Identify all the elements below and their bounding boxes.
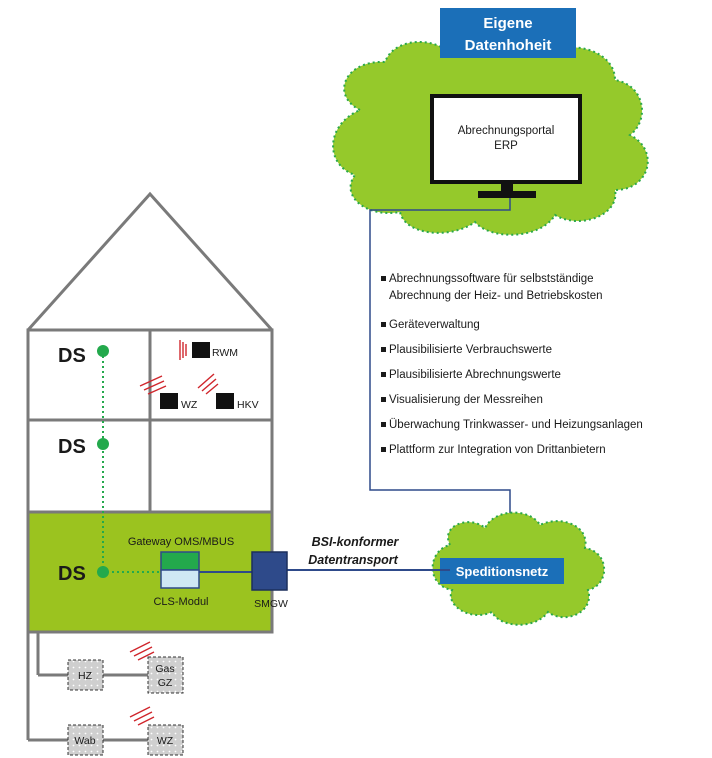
feature-bullet	[381, 372, 386, 377]
gas-label-line2: GZ	[158, 677, 173, 689]
gas-label-line1: Gas	[155, 663, 174, 675]
hz-label: HZ	[78, 670, 93, 682]
smgw-label: SMGW	[254, 598, 288, 610]
monitor-icon	[430, 94, 582, 198]
ds-label-bottom: DS	[58, 563, 86, 585]
ds-label-middle: DS	[58, 436, 86, 458]
datenhoheit-line1: Eigene	[483, 15, 532, 32]
feature-bullet	[381, 276, 386, 281]
smgw-box	[251, 551, 288, 591]
radio-wave-icon	[179, 340, 187, 360]
ds-dot-bottom	[97, 566, 109, 578]
wz-label: WZ	[181, 399, 198, 411]
feature-item: Abrechnungssoftware für selbstständige	[389, 273, 594, 285]
wz-meter-icon	[160, 393, 178, 409]
feature-item: Überwachung Trinkwasser- und Heizungsanl…	[389, 419, 643, 431]
wab-meter-box	[67, 724, 104, 756]
gateway-label: Gateway OMS/MBUS	[128, 536, 234, 548]
datenhoheit-line2: Datenhoheit	[465, 37, 552, 54]
radio-wave-icon	[129, 706, 155, 726]
basement-lines	[26, 632, 148, 742]
radio-wave-icon	[139, 375, 167, 395]
wab-label: Wab	[74, 735, 95, 747]
ds-label-top: DS	[58, 345, 86, 367]
ds-dot-top	[97, 345, 109, 357]
wz-basement-meter-box	[147, 724, 184, 756]
feature-bullet	[381, 422, 386, 427]
erp-connection-line	[369, 198, 511, 535]
feature-item-continuation: Abrechnung der Heiz- und Betriebskosten	[389, 290, 603, 302]
feature-bullet	[381, 447, 386, 452]
hkv-meter-icon	[216, 393, 234, 409]
wz-basement-label: WZ	[157, 735, 174, 747]
feature-item: Visualisierung der Messreihen	[389, 394, 543, 406]
speditionsnetz-label: Speditionsnetz	[456, 564, 549, 579]
speditionsnetz-box	[440, 558, 564, 584]
feature-item: Geräteverwaltung	[389, 319, 480, 331]
hz-meter-box	[67, 659, 104, 691]
radio-wave-icon	[197, 373, 219, 395]
transport-line2: Datentransport	[308, 553, 398, 567]
hkv-label: HKV	[237, 399, 259, 411]
rwm-label: RWM	[212, 347, 238, 359]
monitor-label-line1: Abrechnungsportal	[458, 125, 555, 137]
transport-line1: BSI-konformer	[312, 535, 400, 549]
feature-list: Abrechnungssoftware für selbstständige A…	[381, 273, 643, 456]
feature-bullet	[381, 397, 386, 402]
radio-wave-icon	[129, 641, 155, 661]
feature-bullet	[381, 322, 386, 327]
gas-meter-box	[147, 656, 184, 694]
feature-item: Plausibilisierte Abrechnungswerte	[389, 369, 561, 381]
rwm-sensor-icon	[192, 342, 210, 358]
monitor-label-line2: ERP	[494, 140, 518, 152]
feature-bullet	[381, 347, 386, 352]
gateway-module-icon	[160, 551, 200, 589]
feature-item: Plausibilisierte Verbrauchswerte	[389, 344, 552, 356]
feature-item: Plattform zur Integration von Drittanbie…	[389, 444, 606, 456]
ds-dot-middle	[97, 438, 109, 450]
datenhoheit-box	[440, 8, 576, 58]
cls-label: CLS-Modul	[153, 596, 208, 608]
